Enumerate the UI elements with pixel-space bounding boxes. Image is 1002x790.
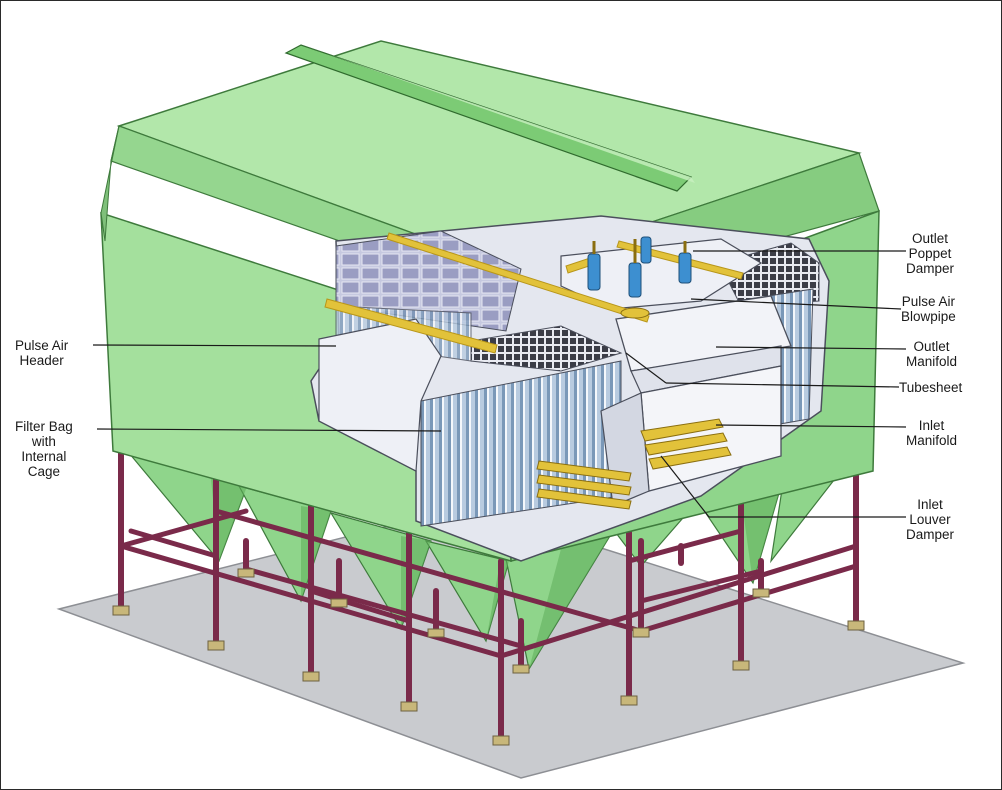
poppet-dampers bbox=[587, 236, 692, 319]
label-filter-bag-with-internal-cage: Filter Bag with Internal Cage bbox=[15, 419, 73, 479]
leg-footings bbox=[112, 568, 865, 746]
support-bracing bbox=[118, 508, 859, 659]
label-pulse-air-blowpipe: Pulse Air Blowpipe bbox=[901, 294, 956, 324]
label-pulse-air-header: Pulse Air Header bbox=[15, 338, 69, 368]
label-tubesheet: Tubesheet bbox=[899, 380, 963, 395]
label-inlet-manifold: Inlet Manifold bbox=[906, 418, 958, 448]
louver-dampers bbox=[536, 418, 732, 510]
interior-left-panel bbox=[318, 318, 442, 472]
label-inlet-louver-damper: Inlet Louver Damper bbox=[906, 497, 955, 542]
label-outlet-poppet-damper: Outlet Poppet Damper bbox=[906, 231, 955, 276]
roof-left-gable bbox=[100, 125, 120, 242]
label-outlet-manifold: Outlet Manifold bbox=[906, 339, 958, 369]
outlet-plenum bbox=[560, 238, 763, 310]
tubesheet-grid-left bbox=[335, 230, 522, 332]
leader-lines bbox=[92, 250, 907, 518]
